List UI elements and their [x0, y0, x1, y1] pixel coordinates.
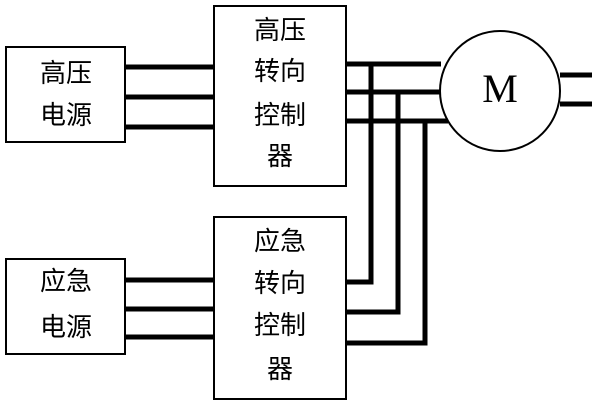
em-power-source-box: [5, 258, 126, 355]
hv-steering-controller-box: [213, 5, 347, 187]
hv-controller-label-1: 高压: [254, 16, 306, 46]
motor-block: M: [439, 30, 561, 152]
wire-em-ctrl-1: [346, 64, 374, 285]
em-steering-controller-block: 应急 转向 控制 器: [213, 216, 347, 400]
em-steering-controller-box: [213, 216, 347, 400]
hv-controller-label-3: 控制: [254, 101, 306, 131]
em-controller-label-1: 应急: [254, 227, 306, 257]
hv-power-source-label-1: 高压: [40, 59, 92, 89]
hv-source-to-controller-wires: [125, 64, 214, 130]
motor-label: M: [482, 66, 518, 111]
em-power-source-label-2: 电源: [40, 313, 92, 343]
hv-power-source-box: [5, 46, 126, 143]
em-controller-label-4: 器: [267, 355, 293, 385]
hv-controller-label-4: 器: [267, 142, 293, 172]
hv-controller-label-2: 转向: [254, 57, 306, 87]
hv-power-source-label-2: 电源: [40, 101, 92, 131]
wire-em-ctrl-3: [346, 121, 428, 346]
em-power-source-block: 应急 电源: [5, 258, 126, 355]
em-power-source-label-1: 应急: [40, 267, 92, 297]
em-controller-label-2: 转向: [254, 269, 306, 299]
hv-steering-controller-block: 高压 转向 控制 器: [213, 5, 347, 187]
hv-power-source-block: 高压 电源: [5, 46, 126, 143]
em-controller-label-3: 控制: [254, 311, 306, 341]
em-source-to-controller-wires: [125, 277, 214, 340]
wire-em-ctrl-2: [346, 92, 401, 315]
em-controller-to-motor-wires: [346, 64, 428, 346]
motor-output-leads: [560, 72, 592, 107]
